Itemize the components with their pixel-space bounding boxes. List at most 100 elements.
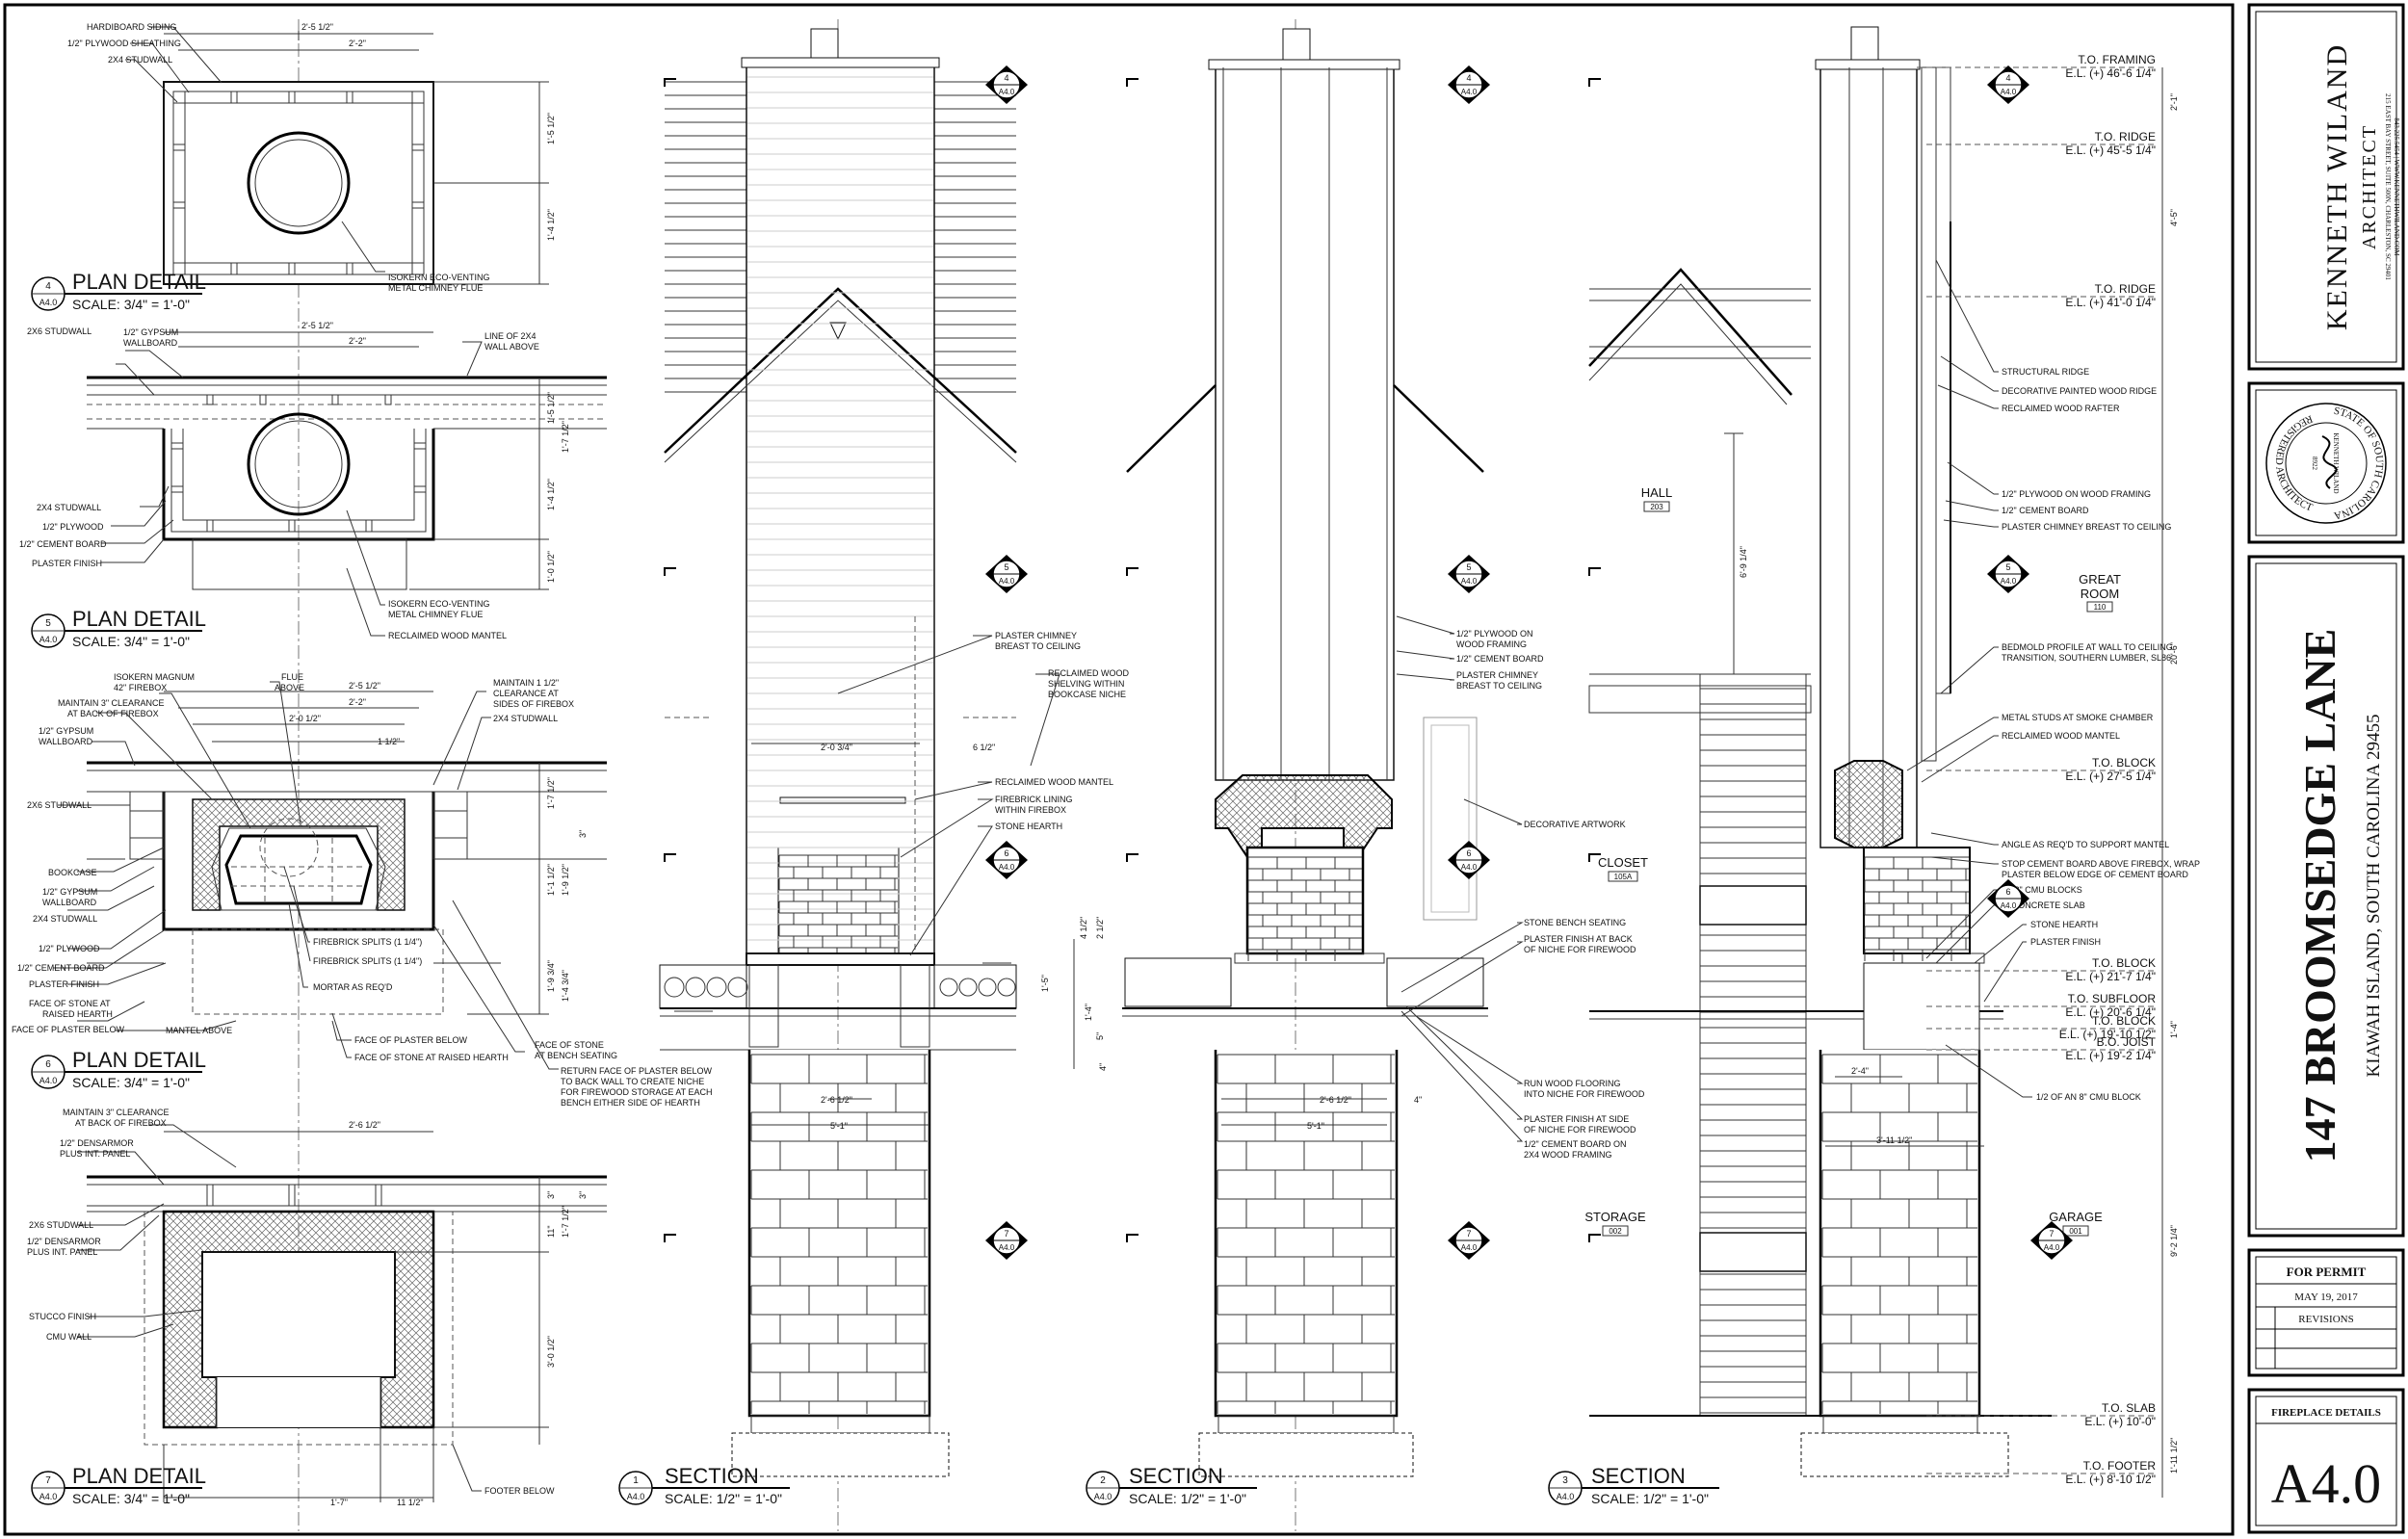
section3-rooms: HALL 203 GREAT ROOM 110 CLOSET 105A STOR… [1584, 485, 2121, 1237]
note: ISOKERN ECO-VENTING [388, 273, 490, 282]
note: FIREBRICK SPLITS (1 1/4") [313, 937, 422, 947]
room-number: 203 [1650, 503, 1663, 511]
note: FACE OF STONE AT RAISED HEARTH [354, 1053, 509, 1062]
section-3 [1588, 26, 2163, 1498]
cut-marker-number: 4 [1004, 73, 1008, 83]
linework [664, 78, 676, 87]
note: RECLAIMED WOOD MANTEL [388, 631, 507, 640]
firm-contact: 843.225.5454 | WWW.KENNETHWILAND.COM [2393, 117, 2400, 256]
cut-marker-sheet: A4.0 [999, 88, 1015, 96]
cut-marker-sheet: A4.0 [2044, 1243, 2060, 1252]
note: STOP CEMENT BOARD ABOVE FIREBOX, WRAP [2002, 859, 2200, 869]
note: (2) 8" CMU BLOCKS [2002, 885, 2082, 895]
note: 1/2" PLYWOOD ON WOOD FRAMING [2002, 489, 2151, 499]
dim: 2'-0 3/4" [821, 743, 852, 752]
dim: 1'-4 1/2" [546, 479, 556, 510]
detail-scale: SCALE: 3/4" = 1'-0" [72, 1491, 190, 1506]
detail-title: PLAN DETAIL [72, 1048, 206, 1072]
section1-notes: PLASTER CHIMNEY BREAST TO CEILING RECLAI… [821, 631, 1130, 1131]
firm-address: 215 EAST BAY STREET, SUITE 500N, CHARLES… [2384, 93, 2392, 280]
cut-marker-sheet: A4.0 [999, 577, 1015, 586]
dim: 11" [546, 1225, 556, 1238]
room-number: 001 [2069, 1227, 2082, 1236]
linework [1126, 853, 1139, 862]
note: PLASTER FINISH AT BACK [1524, 934, 1633, 944]
linework [706, 977, 727, 998]
dim: 4'-5" [2169, 209, 2179, 226]
note: 1/2" PLYWOOD [42, 522, 104, 532]
dim: 3'-0 1/2" [546, 1336, 556, 1368]
room-name: GARAGE [2049, 1210, 2103, 1224]
cut-marker: 7A4.0 [1448, 1221, 1490, 1260]
dim: 2'-5 1/2" [301, 321, 333, 330]
note: RETURN FACE OF PLASTER BELOW [561, 1066, 713, 1076]
sheet-title: FIREPLACE DETAILS [2271, 1407, 2381, 1419]
note: 2X4 STUDWALL [493, 714, 558, 723]
elevation-label: T.O. BLOCK [2092, 756, 2156, 770]
dim: 1'-1 1/2" [546, 864, 556, 896]
dim: 2'-2" [349, 697, 366, 707]
elevation-label: T.O. RIDGE [2095, 130, 2156, 143]
room-tag-storage: STORAGE 002 [1584, 1210, 1646, 1237]
dim: 1 1/2" [378, 737, 400, 746]
note: RECLAIMED WOOD MANTEL [995, 777, 1113, 787]
elevation-value: E.L. (+) 19'-2 1/4" [2065, 1049, 2156, 1062]
note: OF NICHE FOR FIREWOOD [1524, 945, 1636, 954]
dim: 2'-0 1/2" [289, 714, 321, 723]
note: 1/2" PLYWOOD SHEATHING [67, 39, 181, 48]
plan4-notes: HARDIBOARD SIDING 1/2" PLYWOOD SHEATHING… [67, 22, 556, 293]
detail-title-4: 4 A4.0 PLAN DETAIL SCALE: 3/4" = 1'-0" [31, 270, 206, 312]
note: HARDIBOARD SIDING [87, 22, 177, 32]
detail-number: 7 [45, 1475, 51, 1486]
section-title-1: 1 A4.0 SECTION SCALE: 1/2" = 1'-0" [618, 1464, 790, 1506]
note: 1/2" DENSARMOR [27, 1237, 101, 1246]
note: 42" FIREBOX [114, 683, 167, 692]
section-2 [1122, 28, 1524, 1477]
note: CMU WALL [46, 1332, 92, 1342]
section-1 [659, 28, 1075, 1477]
note: STRUCTURAL RIDGE [2002, 367, 2089, 377]
note: MAINTAIN 3" CLEARANCE [63, 1108, 170, 1117]
note: METAL CHIMNEY FLUE [388, 283, 483, 293]
firm-name: KENNETH WILAND [2321, 43, 2353, 330]
dim: 5'-1" [830, 1121, 848, 1131]
note: RECLAIMED WOOD [1048, 668, 1130, 678]
cut-marker-sheet: A4.0 [2001, 88, 2017, 96]
elevation-value: E.L. (+) 19'-10 1/2" [2059, 1028, 2156, 1041]
linework [1588, 853, 1601, 862]
note: 2X6 STUDWALL [27, 800, 92, 810]
elevation-value: E.L. (+) 45'-5 1/4" [2065, 143, 2156, 157]
note: WITHIN FIREBOX [995, 805, 1066, 815]
room-tag-great-room: GREAT ROOM 110 [2079, 572, 2121, 613]
dim: 4" [1098, 1063, 1108, 1071]
cut-marker-number: 4 [1466, 73, 1471, 83]
detail-title-5: 5 A4.0 PLAN DETAIL SCALE: 3/4" = 1'-0" [31, 607, 206, 649]
elevation-label: T.O. FOOTER [2083, 1459, 2157, 1473]
dim: 6'-9 1/4" [1739, 546, 1748, 578]
note: PLUS INT. PANEL [60, 1149, 130, 1159]
detail-title-6: 6 A4.0 PLAN DETAIL SCALE: 3/4" = 1'-0" [31, 1048, 206, 1090]
dim: 2'-6 1/2" [821, 1095, 852, 1105]
room-number: 110 [2094, 603, 2107, 612]
detail-scale: SCALE: 3/4" = 1'-0" [72, 1075, 190, 1090]
elevation-value: E.L. (+) 27'-5 1/4" [2065, 770, 2156, 783]
cut-marker-sheet: A4.0 [999, 1243, 1015, 1252]
plan-titles: 4 A4.0 PLAN DETAIL SCALE: 3/4" = 1'-0" 5… [31, 270, 206, 1506]
cut-marker: 6A4.0 [1987, 879, 2029, 918]
cut-marker: 4A4.0 [1987, 65, 2029, 104]
dim: 11 1/2" [397, 1498, 424, 1507]
note: SIDES OF FIREBOX [493, 699, 574, 709]
note: 2X6 STUDWALL [29, 1220, 93, 1230]
section-title-3: 3 A4.0 SECTION SCALE: 1/2" = 1'-0" [1548, 1464, 1719, 1506]
firebox-hatch [192, 798, 406, 911]
note: MORTAR AS REQ'D [313, 982, 393, 992]
note: RUN WOOD FLOORING [1524, 1079, 1621, 1088]
note: ABOVE [275, 683, 304, 692]
detail-sheet: A4.0 [39, 635, 58, 644]
section-number: 2 [1100, 1475, 1106, 1486]
plan-detail-7 [77, 1124, 607, 1502]
linework [685, 977, 706, 998]
note: AT BACK OF FIREBOX [67, 709, 159, 718]
cut-marker-sheet: A4.0 [1461, 863, 1478, 872]
